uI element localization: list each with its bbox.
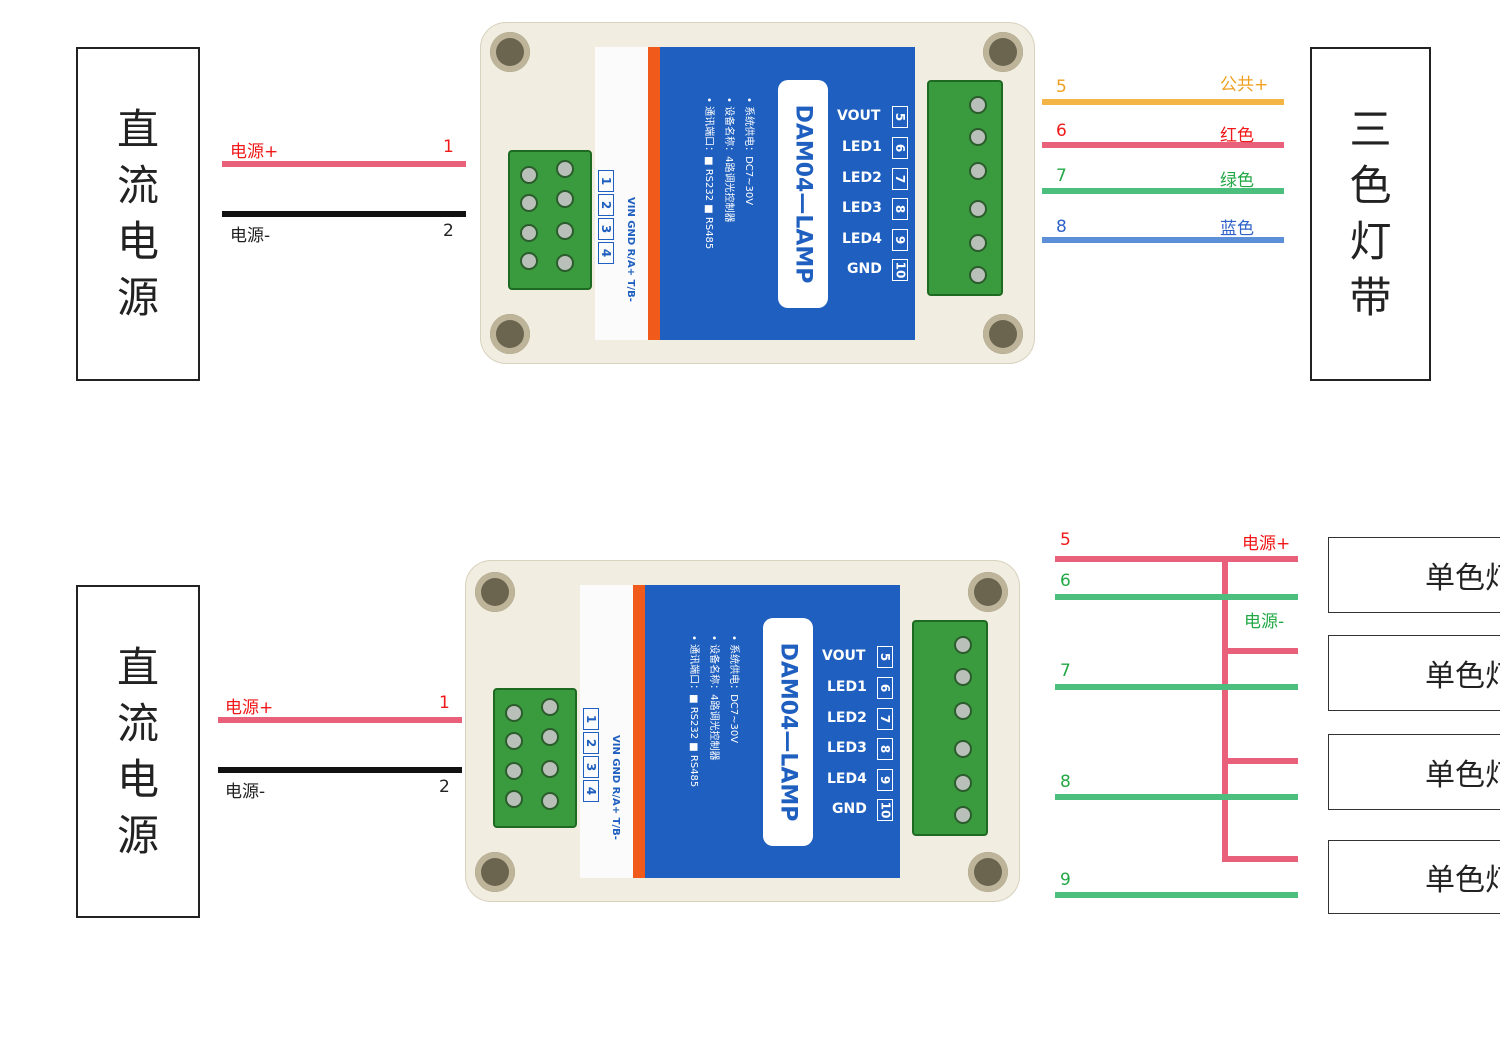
rail-branch — [1222, 648, 1298, 654]
output-pin-name: LED4 — [827, 771, 867, 787]
power-plus-label-2: 电源+ — [225, 698, 274, 718]
dam04-lamp-device: VIN GND R/A+ T/B- 1 2 3 4 • 系统供电：DC7~30V… — [480, 22, 1035, 364]
wire-number-6: 6 — [1060, 571, 1071, 591]
wire-number-7: 7 — [1060, 661, 1071, 681]
power-plus-terminal-number: 1 — [443, 137, 454, 157]
output-pin-name: LED1 — [827, 679, 867, 695]
single-color-lamp-box: 单色灯 — [1328, 840, 1500, 914]
output-terminal-block — [927, 80, 1003, 296]
output-pin-name: LED1 — [842, 139, 882, 155]
spec-power-2: • 系统供电：DC7~30V — [728, 635, 739, 744]
rail-minus-label: 电源- — [1244, 612, 1285, 632]
output-pin-name: LED2 — [827, 710, 867, 726]
spec-ports-2: • 通讯端口：■ RS232 ■ RS485 — [688, 635, 699, 788]
mount-hole — [983, 32, 1023, 72]
dc-power-source-label: 直流 电源 — [116, 105, 159, 322]
blue-wire-number: 8 — [1056, 217, 1067, 237]
output-pin-name: GND — [847, 261, 882, 277]
power-plus-wire — [222, 161, 466, 167]
tricolor-strip-label: 三色 灯带 — [1349, 105, 1392, 322]
led4-wire — [1055, 892, 1298, 898]
wire-number-8: 8 — [1060, 772, 1071, 792]
rail-vertical — [1222, 559, 1228, 862]
led2-wire — [1055, 684, 1298, 690]
model-name: DAM04—LAMP — [778, 80, 828, 308]
dc-power-source-label-2: 直流 电源 — [116, 642, 159, 860]
single-color-lamp-box: 单色灯 — [1328, 734, 1500, 810]
green-wire-number: 7 — [1056, 166, 1067, 186]
dam04-lamp-device-2: VIN GND R/A+ T/B- 1 2 3 4 • 系统供电：DC7~30V… — [465, 560, 1020, 902]
power-minus-label: 电源- — [230, 226, 271, 246]
power-minus-terminal-number-2: 2 — [439, 777, 450, 797]
power-minus-label-2: 电源- — [225, 782, 266, 802]
rail-branch — [1222, 758, 1298, 764]
spec-name-2: • 设备名称：4路调光控制器 — [708, 635, 719, 761]
input-pin-names: VIN GND R/A+ T/B- — [625, 197, 636, 302]
output-pin-name: LED3 — [827, 740, 867, 756]
power-plus-wire-2 — [218, 717, 462, 723]
blue-wire — [1042, 237, 1284, 243]
output-pin-name: LED4 — [842, 231, 882, 247]
red-wire-number: 6 — [1056, 121, 1067, 141]
wire-number-5: 5 — [1060, 530, 1071, 550]
green-wire-label: 绿色 — [1220, 171, 1254, 191]
common-wire-number: 5 — [1056, 77, 1067, 97]
power-plus-terminal-number-2: 1 — [439, 693, 450, 713]
tricolor-strip-box: 三色 灯带 — [1310, 47, 1431, 381]
output-pin-name: LED3 — [842, 200, 882, 216]
spec-power: • 系统供电：DC7~30V — [743, 97, 754, 206]
dc-power-source-box: 直流 电源 — [76, 47, 200, 381]
led1-wire — [1055, 594, 1298, 600]
output-pin-name: LED2 — [842, 170, 882, 186]
input-pin-names-2: VIN GND R/A+ T/B- — [610, 735, 621, 840]
red-wire — [1042, 142, 1284, 148]
power-minus-terminal-number: 2 — [443, 221, 454, 241]
common-plus-wire — [1042, 99, 1284, 105]
dc-power-source-box-2: 直流 电源 — [76, 585, 200, 918]
spec-ports: • 通讯端口：■ RS232 ■ RS485 — [703, 97, 714, 250]
output-pin-name: GND — [832, 801, 867, 817]
spec-name: • 设备名称：4路调光控制器 — [723, 97, 734, 223]
mount-hole — [983, 314, 1023, 354]
led3-wire — [1055, 794, 1298, 800]
single-color-lamp-box: 单色灯 — [1328, 635, 1500, 711]
output-pin-name: VOUT — [837, 108, 881, 124]
rail-plus-wire — [1055, 556, 1298, 562]
blue-wire-label: 蓝色 — [1220, 219, 1254, 239]
rail-branch — [1222, 856, 1298, 862]
green-wire — [1042, 188, 1284, 194]
input-terminal-block — [508, 150, 592, 290]
red-wire-label: 红色 — [1220, 126, 1254, 146]
wire-number-9: 9 — [1060, 870, 1071, 890]
rail-plus-label: 电源+ — [1242, 534, 1291, 554]
power-plus-label: 电源+ — [230, 142, 279, 162]
mount-hole — [490, 314, 530, 354]
output-pin-name: VOUT — [822, 648, 866, 664]
power-minus-wire-2 — [218, 767, 462, 773]
single-color-lamp-box: 单色灯 — [1328, 537, 1500, 613]
mount-hole — [490, 32, 530, 72]
common-wire-label: 公共+ — [1220, 75, 1269, 95]
power-minus-wire — [222, 211, 466, 217]
model-name-2: DAM04—LAMP — [763, 618, 813, 846]
